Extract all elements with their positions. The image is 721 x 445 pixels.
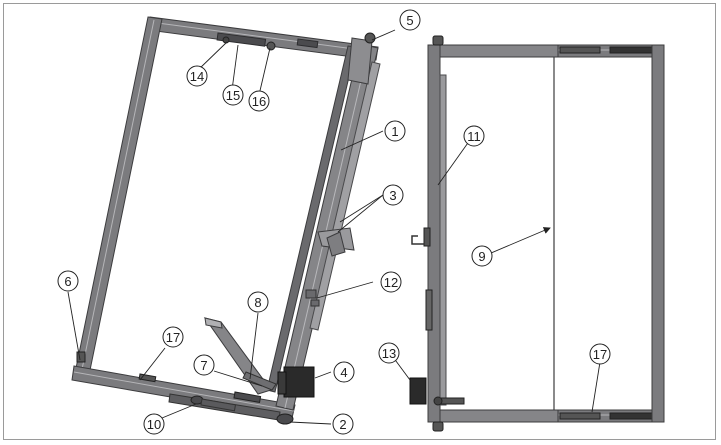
callout-bubble xyxy=(248,90,270,112)
callout-c11: 11 xyxy=(463,125,485,147)
callout-label: 15 xyxy=(226,88,240,103)
callout-bubble xyxy=(247,291,269,313)
right-frame-right-rail xyxy=(651,44,665,423)
callout-c6: 6 xyxy=(57,270,79,292)
callout-c17a: 17 xyxy=(162,326,184,348)
callout-c2: 2 xyxy=(332,413,354,435)
callout-label: 11 xyxy=(467,129,481,144)
callout-label: 7 xyxy=(200,358,207,373)
callout-label: 2 xyxy=(339,417,346,432)
callout-c12: 12 xyxy=(380,271,402,293)
callout-bubble xyxy=(186,65,208,87)
callout-c4: 4 xyxy=(333,361,355,383)
callout-c5: 5 xyxy=(399,9,421,31)
callout-label: 3 xyxy=(389,188,396,203)
motor-block xyxy=(283,366,315,398)
callout-bubble xyxy=(193,354,215,376)
callout-label: 5 xyxy=(406,13,413,28)
callout-label: 6 xyxy=(64,274,71,289)
right-motor xyxy=(409,377,427,405)
callout-bubble xyxy=(384,120,406,142)
callout-bubble xyxy=(378,342,400,364)
callout-bubble xyxy=(57,270,79,292)
callout-c15: 15 xyxy=(222,84,244,106)
callout-bubble xyxy=(380,271,402,293)
callout-c3: 3 xyxy=(382,184,404,206)
callout-c10: 10 xyxy=(143,413,165,435)
callout-bubble xyxy=(162,326,184,348)
callout-bubble xyxy=(332,413,354,435)
callout-label: 17 xyxy=(593,347,607,362)
callout-label: 13 xyxy=(382,346,396,361)
callout-bubble xyxy=(143,413,165,435)
callout-bubble xyxy=(589,343,611,365)
callout-label: 8 xyxy=(254,295,261,310)
callout-label: 14 xyxy=(190,69,204,84)
callout-label: 1 xyxy=(391,124,398,139)
callout-c13: 13 xyxy=(378,342,400,364)
callout-c1: 1 xyxy=(384,120,406,142)
callout-c17b: 17 xyxy=(589,343,611,365)
callout-bubble xyxy=(471,245,493,267)
top-corner-block xyxy=(347,37,373,85)
callout-label: 9 xyxy=(478,249,485,264)
callout-bubble xyxy=(463,125,485,147)
callout-c9: 9 xyxy=(471,245,493,267)
callout-label: 10 xyxy=(147,417,161,432)
callout-c8: 8 xyxy=(247,291,269,313)
callout-c7: 7 xyxy=(193,354,215,376)
callout-label: 17 xyxy=(166,330,180,345)
callout-label: 16 xyxy=(252,94,266,109)
callout-c16: 16 xyxy=(248,90,270,112)
left-frame-left-rail xyxy=(73,16,163,381)
right-frame-assembly xyxy=(409,35,665,432)
image-border xyxy=(3,3,716,440)
callout-label: 4 xyxy=(340,365,347,380)
callout-bubble xyxy=(333,361,355,383)
leader-lines xyxy=(67,29,601,425)
callout-bubble xyxy=(382,184,404,206)
callout-c14: 14 xyxy=(186,65,208,87)
callout-label: 12 xyxy=(384,275,398,290)
callout-bubble xyxy=(399,9,421,31)
callout-bubble xyxy=(222,84,244,106)
left-frame-assembly xyxy=(71,16,381,425)
